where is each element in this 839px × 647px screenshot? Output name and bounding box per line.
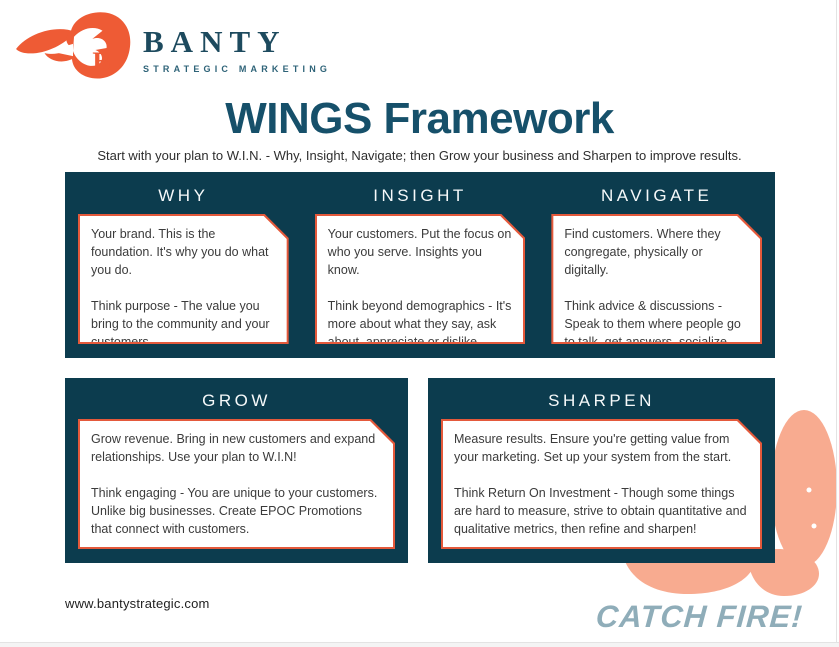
why-column: WHY Your brand. This is the foundation. … [65,172,302,358]
grow-text-2: Think engaging - You are unique to your … [91,486,378,536]
brand-lockup: BANTY STRATEGIC MARKETING [143,24,331,74]
brand-name: BANTY [143,24,287,59]
rooster-flame-icon: B [16,12,131,79]
navigate-text-1: Find customers. Where they congregate, p… [564,227,721,277]
grow-heading: GROW [202,391,271,410]
navigate-column: NAVIGATE Find customers. Where they cong… [538,172,775,358]
catch-fire-slogan: CATCH FIRE! [595,599,805,634]
website-link[interactable]: www.bantystrategic.com [65,596,210,611]
grow-card: Grow revenue. Bring in new customers and… [78,419,395,549]
brand-tagline: STRATEGIC MARKETING [143,64,332,74]
page-title: WINGS Framework [225,94,614,143]
page-subtitle: Start with your plan to W.I.N. - Why, In… [97,148,742,163]
sharpen-card: Measure results. Ensure you're getting v… [441,419,762,549]
sharpen-panel: SHARPEN Measure results. Ensure you're g… [428,378,775,563]
navigate-card: Find customers. Where they congregate, p… [551,214,762,344]
why-text-1: Your brand. This is the foundation. It's… [91,227,269,277]
sharpen-heading: SHARPEN [548,391,655,410]
navigate-heading: NAVIGATE [600,186,713,205]
navigate-card-body: Find customers. Where they congregate, p… [553,216,760,342]
insight-card: Your customers. Put the focus on who you… [315,214,526,344]
insight-text-2: Think beyond demographics - It's more ab… [327,299,512,349]
svg-text:B: B [92,46,110,76]
sharpen-text-2: Think Return On Investment - Though some… [454,486,747,536]
why-card: Your brand. This is the foundation. It's… [78,214,289,344]
insight-heading: INSIGHT [373,186,467,205]
sharpen-text-1: Measure results. Ensure you're getting v… [454,432,732,464]
grow-text-1: Grow revenue. Bring in new customers and… [91,432,376,464]
why-text-2: Think purpose - The value you bring to t… [91,299,270,349]
page-edge-bottom [0,642,839,643]
why-card-body: Your brand. This is the foundation. It's… [80,216,287,342]
why-heading: WHY [158,186,209,205]
page-margin-strip [0,643,839,647]
navigate-text-2: Think advice & discussions - Speak to th… [564,299,741,349]
page-edge-right [836,0,837,643]
insight-card-body: Your customers. Put the focus on who you… [317,216,524,342]
insight-column: INSIGHT Your customers. Put the focus on… [302,172,539,358]
insight-text-1: Your customers. Put the focus on who you… [327,227,512,277]
sharpen-card-body: Measure results. Ensure you're getting v… [443,421,760,547]
grow-card-body: Grow revenue. Bring in new customers and… [80,421,393,547]
grow-panel: GROW Grow revenue. Bring in new customer… [65,378,408,563]
win-panel: WHY Your brand. This is the foundation. … [65,172,775,358]
